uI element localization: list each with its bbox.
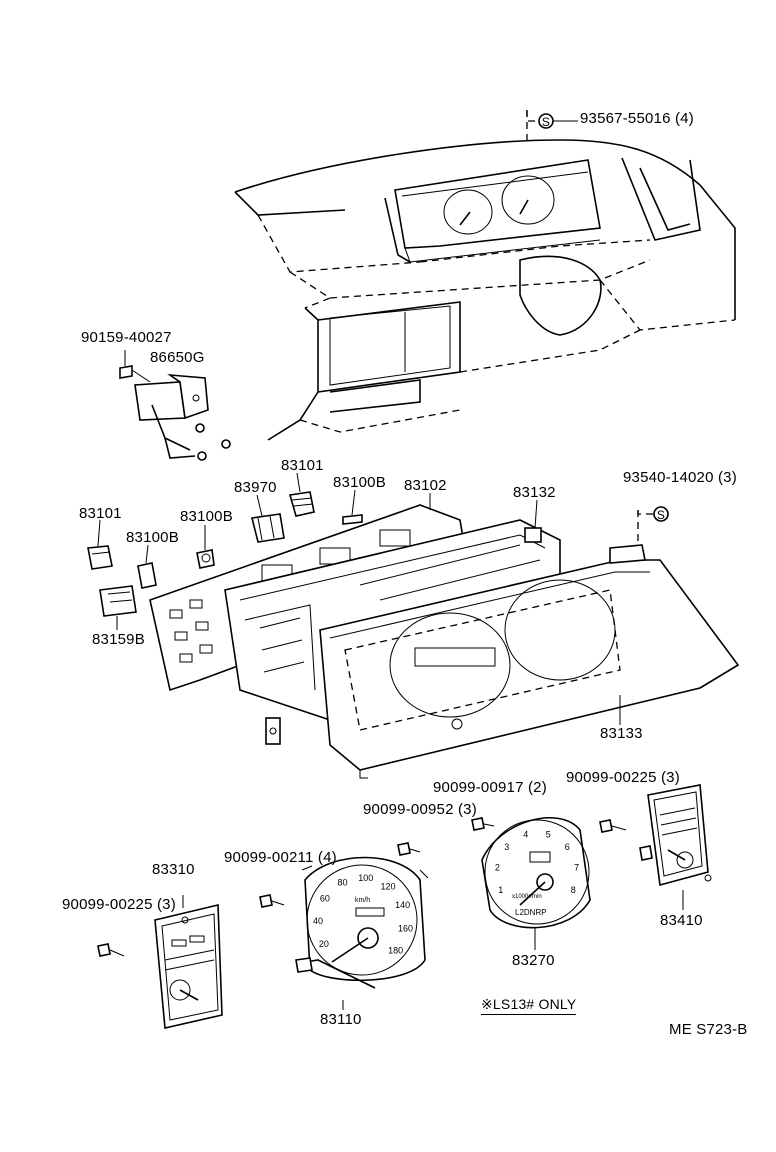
gauge-tick-label: 1 xyxy=(498,885,503,895)
screw-90099-00225-left xyxy=(97,943,125,957)
screw-90099-00225-right xyxy=(599,819,627,833)
cluster-on-dashboard xyxy=(384,159,601,263)
fuel-temp-gauge-right xyxy=(639,784,712,887)
gauge-tick-label: 2 xyxy=(495,863,500,873)
label-83100B-top: 83100B xyxy=(333,474,386,491)
label-90159-40027: 90159-40027 xyxy=(81,329,172,346)
s-mark-right: S xyxy=(656,508,666,522)
s-symbol-top xyxy=(526,110,578,129)
tachometer: x1000r/min L2DNRP 1 2 3 4 5 6 7 8 xyxy=(481,816,591,929)
relay-assembly xyxy=(119,350,231,461)
gauge-tick-label: 6 xyxy=(565,842,570,852)
label-83100B-mid: 83100B xyxy=(180,508,233,525)
gauge-tick-label: 100 xyxy=(358,873,373,883)
label-93540-14020: 93540-14020 (3) xyxy=(623,469,737,486)
gauge-tick-label: 8 xyxy=(571,885,576,895)
label-90099-00225-left: 90099-00225 (3) xyxy=(62,896,176,913)
bulb-83100B-left xyxy=(137,562,157,589)
label-86650G: 86650G xyxy=(150,349,205,366)
label-83270: 83270 xyxy=(512,952,555,969)
gauge-tick-label: 20 xyxy=(319,939,329,949)
cluster-lens xyxy=(319,510,740,779)
gauge-tick-label: 4 xyxy=(523,830,528,840)
speedo-unit-text: km/h xyxy=(355,897,370,904)
label-90099-00211: 90099-00211 (4) xyxy=(224,849,337,866)
bulb-83100B-mid xyxy=(196,549,215,569)
s-symbol-right xyxy=(637,506,669,522)
label-83101-left: 83101 xyxy=(79,505,122,522)
gauge-tick-label: 80 xyxy=(337,878,347,888)
gauge-tick-label: 7 xyxy=(574,863,579,873)
gauge-tick-label: 3 xyxy=(504,842,509,852)
gauge-tick-label: 120 xyxy=(380,882,395,892)
label-93567-55016: 93567-55016 (4) xyxy=(580,110,694,127)
screw-90099-00917 xyxy=(471,817,495,831)
ls13-only-note: ※LS13# ONLY xyxy=(481,996,577,1015)
socket-83101-left xyxy=(87,545,113,570)
label-83102: 83102 xyxy=(404,477,447,494)
document-code: ME S723-B xyxy=(669,1021,748,1038)
dashboard-outline xyxy=(234,110,736,441)
screw-90099-00211 xyxy=(259,894,285,908)
leader-lines xyxy=(97,472,684,1010)
socket-83159B xyxy=(99,585,137,617)
socket-83970 xyxy=(251,513,285,543)
label-90099-00917: 90099-00917 (2) xyxy=(433,779,547,796)
bulb-83100B-top xyxy=(342,514,363,525)
label-83159B: 83159B xyxy=(92,631,145,648)
label-83133: 83133 xyxy=(600,725,643,742)
gauge-tick-label: 180 xyxy=(388,945,403,955)
label-83132: 83132 xyxy=(513,484,556,501)
label-83101-top: 83101 xyxy=(281,457,324,474)
gauge-tick-label: 40 xyxy=(313,916,323,926)
socket-83101-top xyxy=(288,491,315,517)
tacho-tick-labels: 1 2 3 4 5 6 7 8 xyxy=(495,830,579,895)
screw-90099-00952 xyxy=(397,842,421,856)
gauge-tick-label: 5 xyxy=(546,830,551,840)
fuel-temp-gauge-left xyxy=(154,903,223,1029)
label-83100B-left: 83100B xyxy=(126,529,179,546)
label-83110: 83110 xyxy=(320,1011,362,1028)
gauge-tick-label: 140 xyxy=(395,900,410,910)
tacho-unit-text: x1000r/min xyxy=(512,894,542,900)
label-90099-00225-right: 90099-00225 (3) xyxy=(566,769,680,786)
label-83310: 83310 xyxy=(152,861,195,878)
label-83410: 83410 xyxy=(660,912,703,929)
label-83970: 83970 xyxy=(234,479,277,496)
gauge-tick-label: 160 xyxy=(398,924,413,934)
s-mark-top: S xyxy=(541,115,551,129)
tacho-shift-text: L2DNRP xyxy=(515,908,547,917)
gauge-tick-label: 60 xyxy=(320,893,330,903)
label-90099-00952: 90099-00952 (3) xyxy=(363,801,477,818)
